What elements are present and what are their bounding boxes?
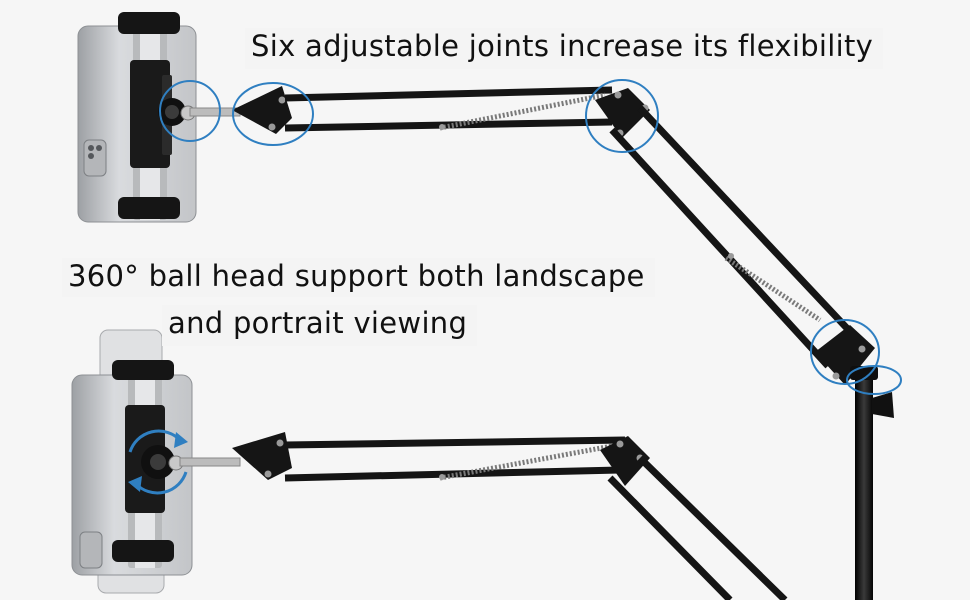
ball-head-caption-line1: 360° ball head support both landscape [62, 258, 655, 297]
joint-highlight-icon [159, 79, 902, 395]
ball-head-caption-line2: and portrait viewing [162, 305, 478, 346]
flexibility-caption: Six adjustable joints increase its flexi… [245, 28, 884, 69]
bottom-stand-assembly [71, 329, 788, 600]
rotate-arrows-icon [128, 429, 188, 495]
top-stand-assembly [77, 12, 902, 600]
